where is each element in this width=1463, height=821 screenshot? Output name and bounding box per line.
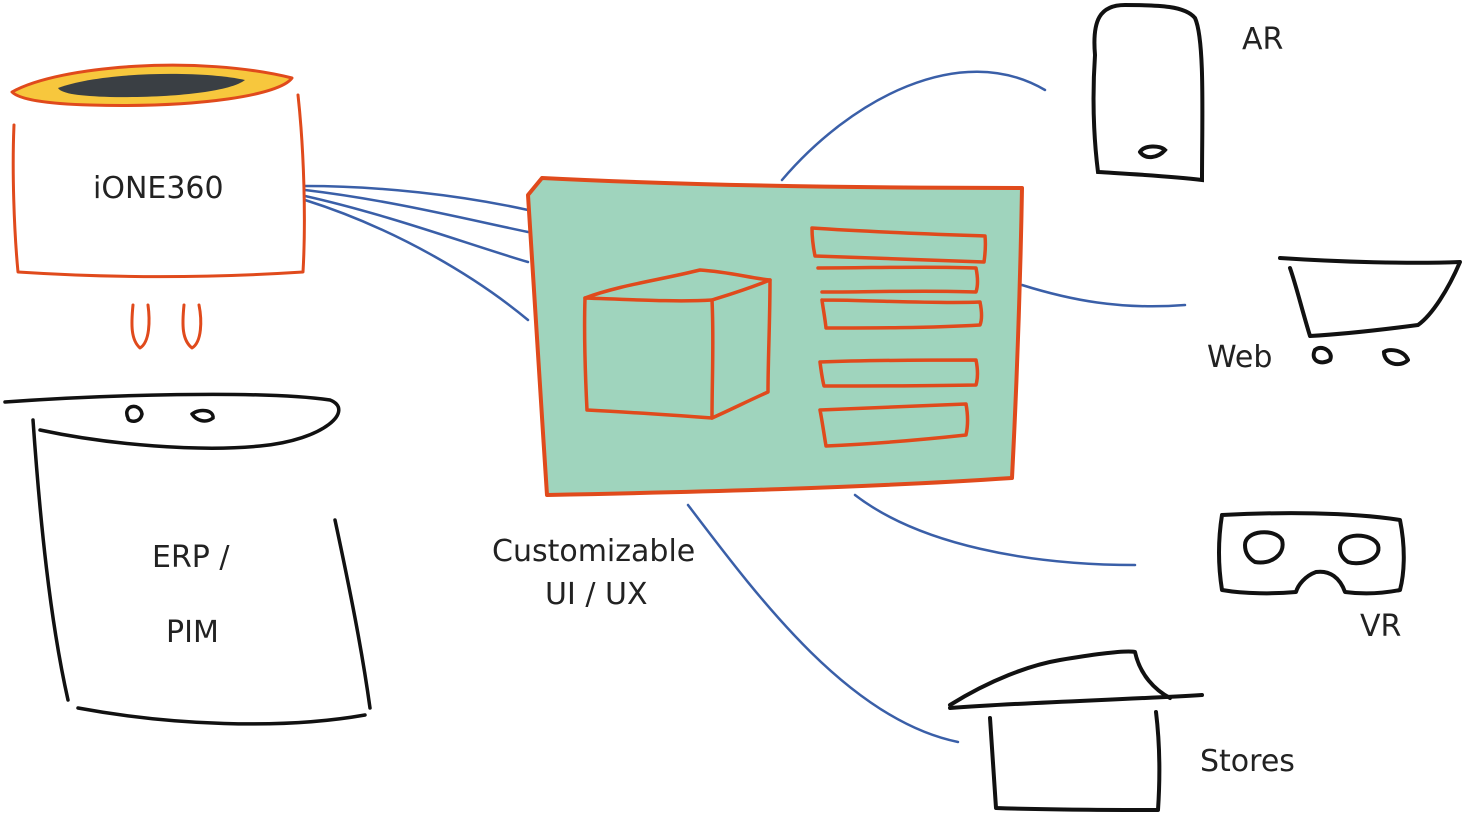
phone-button [1140, 146, 1165, 157]
connector-ui-to-vr [855, 495, 1135, 565]
list-bar-1 [812, 228, 985, 262]
list-bar-4 [820, 360, 978, 386]
headset-lens-left [1245, 532, 1283, 562]
ui-label-line2: UI / UX [545, 577, 648, 612]
store-roof [950, 652, 1170, 705]
screen-panel [528, 178, 1022, 495]
store-icon [950, 652, 1202, 810]
stores-label: Stores [1200, 744, 1295, 779]
ione360-label: iONE360 [93, 171, 224, 206]
cylinder-top [5, 394, 339, 448]
vr-headset-icon [1219, 513, 1404, 593]
cup-body [13, 95, 304, 277]
ui-label-line1: Customizable [492, 534, 696, 569]
cylinder-dot-right [192, 411, 213, 421]
cylinder-left [33, 420, 68, 700]
cup-leg-right [183, 305, 201, 348]
connector-ui-to-stores [688, 505, 958, 742]
list-bar-2 [818, 267, 978, 292]
cylinder-dot-left [127, 406, 142, 421]
ui-screen-icon [528, 178, 1022, 495]
headset-body [1219, 513, 1404, 593]
cylinder-bottom [78, 708, 365, 724]
connector-lines [305, 72, 1185, 742]
connector-ione-to-ui-1 [305, 186, 528, 210]
erp-label-line1: ERP / [152, 540, 230, 575]
database-cylinder-icon [5, 394, 370, 724]
web-label: Web [1207, 340, 1273, 375]
cart-wheel-left [1314, 348, 1331, 362]
ar-label: AR [1242, 22, 1284, 57]
connector-ione-to-ui-3 [305, 196, 528, 262]
headset-lens-right [1340, 536, 1378, 564]
connector-ui-to-web [1022, 285, 1185, 306]
list-bar-3 [822, 300, 982, 328]
connector-ui-to-ar [782, 72, 1045, 180]
cube-top [585, 270, 770, 300]
vr-label: VR [1360, 609, 1402, 644]
phone-body [1094, 5, 1203, 180]
cup-contents [58, 73, 245, 98]
phone-icon [1094, 5, 1203, 180]
store-eave [950, 695, 1202, 708]
cart-basket [1280, 258, 1460, 336]
cup-leg-left [132, 305, 149, 348]
cart-wheel-right [1384, 350, 1408, 364]
erp-label-line2: PIM [166, 615, 219, 650]
shopping-cart-icon [1280, 258, 1460, 364]
store-walls [990, 712, 1159, 810]
connector-ione-to-ui-2 [305, 190, 528, 232]
cylinder-right [335, 520, 370, 708]
cube-side [712, 280, 770, 418]
software-cup-icon [12, 65, 304, 348]
list-bar-5 [820, 404, 968, 446]
connector-ione-to-ui-4 [305, 200, 528, 320]
